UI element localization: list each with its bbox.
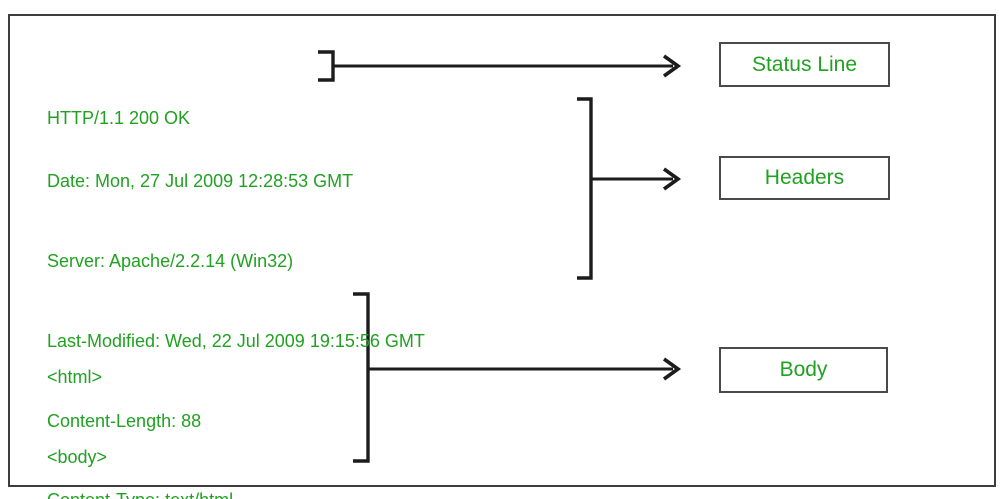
body-label: Body [779,358,828,381]
body-line: <html> [47,367,103,388]
status-line-label-box: Status Line [719,42,890,87]
headers-label-box: Headers [719,156,890,200]
header-line: Server: Apache/2.2.14 (Win32) [47,250,294,271]
header-line: Last-Modified: Wed, 22 Jul 2009 19:15:56… [47,330,425,351]
body-line: <body> [47,446,108,467]
header-line: Content-Type: text/html [47,487,425,499]
body-label-box: Body [719,347,888,393]
status-line-label: Status Line [751,52,858,76]
header-line: Content-Length: 88 [47,410,202,431]
diagram-frame [8,14,996,487]
headers-label: Headers [764,166,845,189]
status-line-value: HTTP/1.1 200 OK [47,108,191,128]
header-line: Date: Mon, 27 Jul 2009 12:28:53 GMT [47,171,354,192]
headers-text: Date: Mon, 27 Jul 2009 12:28:53 GMT Serv… [47,115,425,499]
body-text: <html> <body> <h1>Hello, World!</h1> </b… [47,311,237,499]
status-line-text: HTTP/1.1 200 OK [47,51,190,186]
